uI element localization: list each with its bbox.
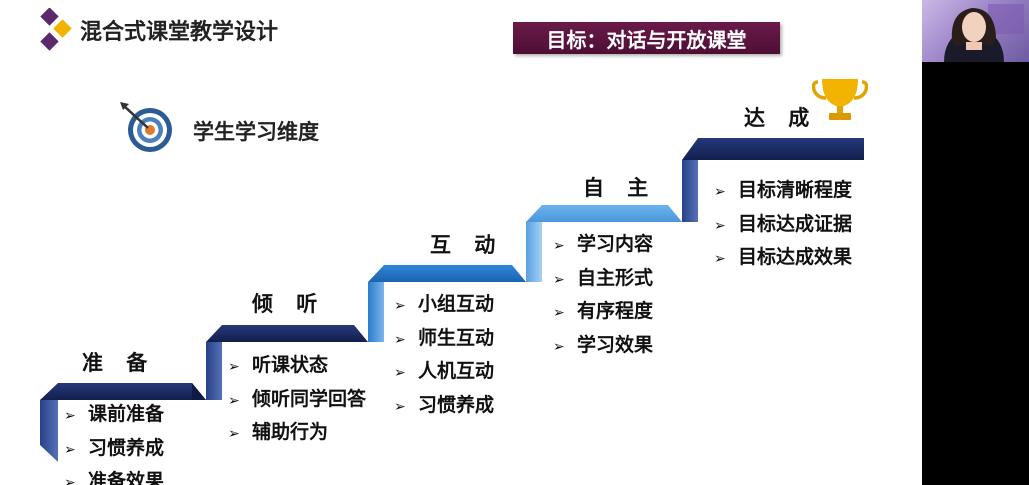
- goal-text: 目标：对话与开放课堂: [546, 27, 747, 52]
- arrow-bullet-icon: ➢: [553, 238, 565, 254]
- list-item: ➢辅助行为: [228, 416, 366, 450]
- dimension-label: 学生学习维度: [193, 120, 319, 144]
- list-item: ➢倾听同学回答: [228, 383, 366, 417]
- staircase-graphic: [40, 138, 864, 462]
- video-side-panel: [922, 0, 1029, 485]
- arrow-bullet-icon: ➢: [64, 475, 76, 485]
- arrow-bullet-icon: ➢: [394, 398, 406, 415]
- list-item: ➢目标达成证据: [714, 208, 852, 242]
- stage-1-title: 准 备: [82, 351, 156, 375]
- step-1-tread: [40, 383, 206, 400]
- arrow-bullet-icon: ➢: [553, 338, 565, 355]
- page-title: 混合式课堂教学设计: [80, 20, 279, 45]
- stage-3-title: 互 动: [430, 233, 504, 257]
- step-5-tread: [682, 138, 864, 160]
- stage-4-title: 自 主: [583, 176, 657, 200]
- list-item: ➢自主形式: [553, 262, 653, 296]
- goal-banner: 目标：对话与开放课堂: [513, 22, 780, 54]
- stage-4-list: ➢学习内容 ➢自主形式 ➢有序程度 ➢学习效果: [553, 228, 653, 362]
- step-1-arrow: [192, 383, 206, 400]
- logo-diamond-icon: [40, 8, 72, 51]
- step-5-riser: [682, 160, 698, 222]
- arrow-bullet-icon: ➢: [394, 298, 406, 314]
- list-item: ➢小组互动: [394, 288, 494, 322]
- webcam-thumbnail[interactable]: [922, 0, 1029, 62]
- arrow-bullet-icon: ➢: [64, 441, 76, 458]
- list-item: ➢目标达成效果: [714, 241, 852, 275]
- step-2-riser: [206, 342, 222, 400]
- presenter-video-icon: [944, 4, 1024, 62]
- step-4-tread: [526, 205, 682, 222]
- stage-2-title: 倾 听: [252, 292, 326, 316]
- trophy-icon: [812, 79, 868, 120]
- arrow-bullet-icon: ➢: [228, 426, 240, 442]
- list-item: ➢习惯养成: [64, 432, 164, 466]
- step-4-riser: [526, 222, 542, 282]
- stage-3-list: ➢小组互动 ➢师生互动 ➢人机互动 ➢习惯养成: [394, 288, 494, 422]
- list-item: ➢人机互动: [394, 355, 494, 389]
- arrow-bullet-icon: ➢: [394, 365, 406, 381]
- stage-5-title: 达 成: [744, 106, 818, 130]
- list-item: ➢听课状态: [228, 349, 366, 383]
- arrow-bullet-icon: ➢: [64, 408, 76, 424]
- stage-2-list: ➢听课状态 ➢倾听同学回答 ➢辅助行为: [228, 349, 366, 450]
- arrow-bullet-icon: ➢: [714, 217, 726, 234]
- arrow-bullet-icon: ➢: [553, 305, 565, 321]
- list-item: ➢目标清晰程度: [714, 174, 852, 208]
- step-3-riser: [368, 282, 384, 342]
- list-item: ➢学习内容: [553, 228, 653, 262]
- list-item: ➢习惯养成: [394, 389, 494, 423]
- arrow-bullet-icon: ➢: [228, 359, 240, 375]
- list-item: ➢师生互动: [394, 322, 494, 356]
- step-2-tread: [206, 325, 368, 342]
- arrow-bullet-icon: ➢: [394, 331, 406, 348]
- slide-content: 混合式课堂教学设计 目标：对话与开放课堂 学生学习维度: [40, 8, 868, 485]
- arrow-bullet-icon: ➢: [714, 251, 726, 267]
- target-arrow-icon: [120, 102, 172, 152]
- list-item: ➢学习效果: [553, 329, 653, 363]
- arrow-bullet-icon: ➢: [714, 184, 726, 200]
- arrow-bullet-icon: ➢: [228, 392, 240, 409]
- stage-5-list: ➢目标清晰程度 ➢目标达成证据 ➢目标达成效果: [714, 174, 852, 275]
- step-1-riser: [40, 400, 58, 462]
- arrow-bullet-icon: ➢: [553, 271, 565, 288]
- list-item: ➢准备效果: [64, 465, 164, 485]
- list-item: ➢课前准备: [64, 398, 164, 432]
- stage-1-list: ➢课前准备 ➢习惯养成 ➢准备效果: [64, 398, 164, 485]
- list-item: ➢有序程度: [553, 295, 653, 329]
- step-3-tread: [368, 265, 526, 282]
